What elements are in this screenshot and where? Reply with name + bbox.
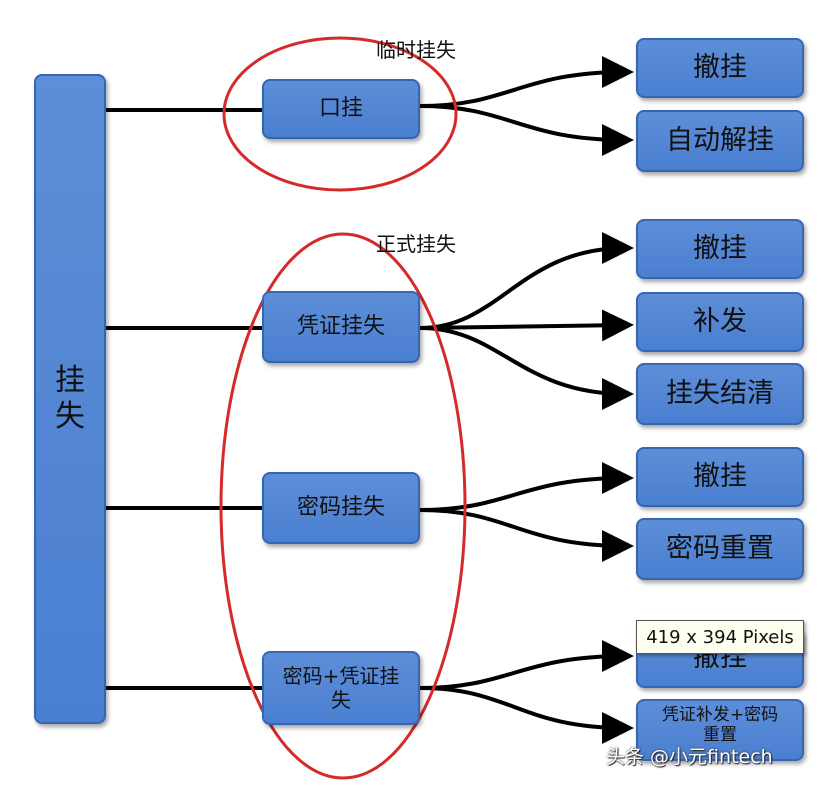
formal-group-label: 正式挂失: [376, 232, 456, 256]
leaf-password-revoke-label: 撤挂: [693, 460, 747, 492]
node-oral-label: 口挂: [318, 95, 363, 121]
temporary-group-label: 临时挂失: [376, 38, 456, 62]
leaf-oral-revoke: 撤挂: [636, 38, 804, 98]
leaf-password-certificate-combined-label: 凭证补发+密码重置: [661, 705, 779, 746]
leaf-oral-auto-release-label: 自动解挂: [666, 124, 774, 156]
leaf-certificate-reissue: 补发: [636, 292, 804, 352]
node-certificate: 凭证挂失: [262, 291, 420, 363]
formal-group-ellipse: [219, 232, 467, 780]
leaf-certificate-revoke-label: 撤挂: [693, 232, 747, 264]
leaf-oral-auto-release: 自动解挂: [636, 110, 804, 172]
leaf-password-reset-label: 密码重置: [666, 532, 774, 564]
leaf-certificate-revoke: 撤挂: [636, 219, 804, 279]
leaf-certificate-settle-label: 挂失结清: [666, 377, 774, 409]
node-oral: 口挂: [262, 79, 420, 139]
arrow-password-reset: [419, 508, 634, 562]
watermark: 头条 @小元fintech: [606, 746, 773, 768]
temporary-group-ellipse: [222, 36, 458, 192]
arrow-certificate-reissue: [419, 309, 634, 342]
leaf-oral-revoke-label: 撤挂: [693, 51, 747, 83]
arrow-password-certificate-revoke: [419, 640, 634, 690]
node-password: 密码挂失: [262, 472, 420, 544]
arrow-certificate-revoke: [419, 232, 634, 330]
node-password-label: 密码挂失: [296, 494, 385, 520]
leaf-password-certificate-combined: 凭证补发+密码重置: [636, 699, 804, 761]
node-password-certificate-label: 密码+凭证挂失: [282, 664, 400, 712]
node-certificate-label: 凭证挂失: [296, 313, 385, 339]
arrow-password-certificate-combined: [419, 686, 634, 744]
arrow-oral-revoke: [419, 56, 634, 108]
leaf-certificate-reissue-label: 补发: [693, 305, 747, 337]
arrow-certificate-settle: [419, 326, 634, 410]
leaf-password-reset: 密码重置: [636, 518, 804, 580]
arrow-oral-auto-release: [419, 104, 634, 156]
root-node: 挂失: [34, 74, 106, 724]
pixel-size-tooltip: 419 x 394 Pixels: [636, 620, 804, 654]
arrow-password-revoke: [419, 462, 634, 512]
leaf-password-revoke: 撤挂: [636, 447, 804, 507]
root-node-label: 挂失: [55, 363, 85, 434]
node-password-certificate: 密码+凭证挂失: [262, 651, 420, 725]
leaf-certificate-settle: 挂失结清: [636, 363, 804, 425]
